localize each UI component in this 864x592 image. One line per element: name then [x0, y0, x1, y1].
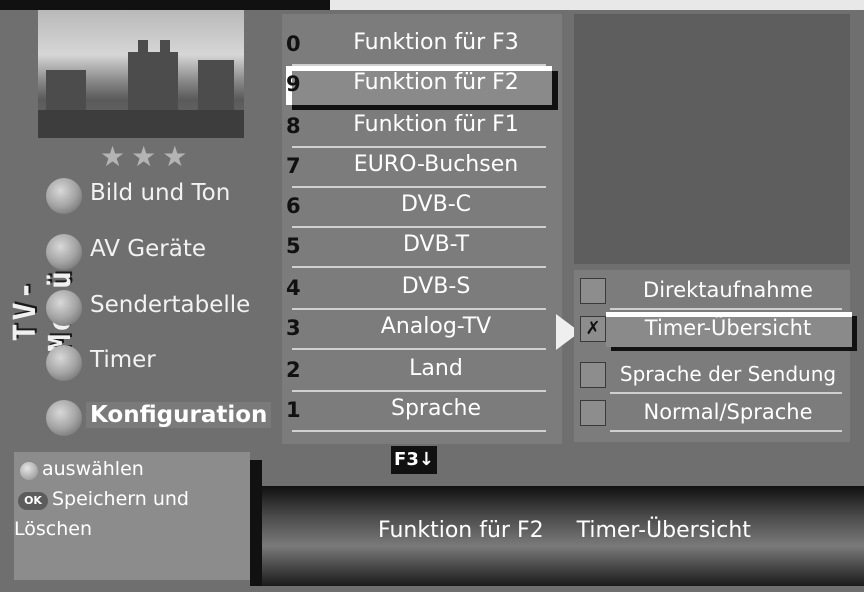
divider: [292, 266, 546, 268]
divider: [292, 390, 546, 392]
item-label: Funktion für F2: [353, 70, 519, 95]
option-label: Normal/Sprache: [643, 400, 813, 424]
selection-highlight: [286, 66, 552, 105]
divider: [610, 308, 842, 310]
nav-label: AV Geräte: [90, 236, 206, 262]
configuration-list: 0 Funktion für F3 9 Funktion für F2 8 Fu…: [282, 14, 562, 444]
ball-icon: [46, 290, 82, 326]
item-label: Land: [409, 356, 463, 381]
option-sprache-der-sendung[interactable]: Sprache der Sendung: [578, 358, 848, 394]
ball-icon: [46, 178, 82, 214]
item-number: 9: [286, 72, 301, 96]
rating-stars: ★★★: [100, 140, 194, 173]
option-direktaufnahme[interactable]: Direktaufnahme: [578, 274, 848, 310]
list-item[interactable]: 3 Analog-TV: [282, 310, 562, 350]
list-item[interactable]: 2 Land: [282, 352, 562, 392]
item-label: Funktion für F1: [353, 112, 519, 137]
ball-icon: [46, 345, 82, 381]
ball-icon: [46, 400, 82, 436]
item-number: 5: [286, 234, 301, 258]
ok-button-icon: OK: [18, 492, 48, 510]
divider: [292, 430, 546, 432]
ball-icon: [46, 234, 82, 270]
divider: [610, 392, 842, 394]
checkbox[interactable]: [580, 362, 606, 388]
option-normal-sprache[interactable]: Normal/Sprache: [578, 396, 848, 432]
item-label: Analog-TV: [380, 314, 492, 339]
status-bar: [262, 486, 864, 586]
option-label: Direktaufnahme: [643, 278, 813, 302]
divider: [292, 308, 546, 310]
option-label: Timer-Übersicht: [644, 316, 812, 340]
list-item[interactable]: 1 Sprache: [282, 392, 562, 432]
divider: [292, 186, 546, 188]
divider: [610, 430, 842, 432]
divider: [292, 146, 546, 148]
item-number: 6: [286, 194, 301, 218]
status-text: Funktion für F2 Timer-Übersicht: [378, 518, 777, 543]
help-select: auswählen: [42, 458, 144, 480]
item-number: 0: [286, 32, 301, 56]
help-box: auswählen OK Speichern und Löschen: [14, 452, 262, 586]
item-label: EURO-Buchsen: [353, 152, 519, 177]
nav-label: Sendertabelle: [90, 292, 251, 318]
menu-title: TV-Menü: [8, 267, 78, 353]
item-label: DVB-C: [401, 192, 471, 217]
option-label: Sprache der Sendung: [619, 362, 837, 386]
checkbox[interactable]: [580, 278, 606, 304]
navigate-arrows-icon: [20, 462, 38, 480]
item-label: DVB-S: [401, 274, 471, 299]
preview-image: [38, 10, 244, 138]
item-number: 7: [286, 154, 301, 178]
nav-label: Bild und Ton: [90, 180, 231, 206]
checkbox-checked[interactable]: ✗: [580, 316, 606, 342]
item-number: 1: [286, 398, 301, 422]
help-save: Speichern und: [52, 488, 189, 510]
selection-highlight: [606, 312, 852, 347]
help-box-shadow: [250, 460, 262, 586]
item-label: Sprache: [390, 396, 482, 421]
status-value: Timer-Übersicht: [576, 518, 751, 543]
divider: [292, 348, 546, 350]
item-number: 8: [286, 114, 301, 138]
divider: [292, 226, 546, 228]
checkbox[interactable]: [580, 400, 606, 426]
list-item-selected[interactable]: 9 Funktion für F2: [282, 66, 562, 106]
item-number: 2: [286, 358, 301, 382]
nav-label: Konfiguration: [86, 402, 272, 428]
top-border-light: [330, 0, 864, 10]
info-panel: [574, 14, 850, 264]
option-timer-uebersicht[interactable]: ✗ Timer-Übersicht: [578, 312, 852, 348]
divider: [292, 64, 546, 66]
list-item[interactable]: 0 Funktion für F3: [282, 26, 562, 66]
list-item[interactable]: 7 EURO-Buchsen: [282, 148, 562, 188]
help-quit: Löschen: [14, 518, 92, 540]
list-item[interactable]: 8 Funktion für F1: [282, 108, 562, 148]
list-item[interactable]: 4 DVB-S: [282, 270, 562, 310]
item-number: 4: [286, 276, 301, 300]
status-function: Funktion für F2: [378, 518, 544, 543]
item-number: 3: [286, 316, 301, 340]
item-label: DVB-T: [402, 232, 470, 257]
item-label: Funktion für F3: [353, 30, 519, 55]
nav-label: Timer: [90, 347, 156, 373]
f3-page-down-hint[interactable]: F3↓: [391, 446, 437, 474]
list-item[interactable]: 6 DVB-C: [282, 188, 562, 228]
option-list: Direktaufnahme ✗ Timer-Übersicht Sprache…: [574, 270, 852, 442]
list-item[interactable]: 5 DVB-T: [282, 228, 562, 268]
